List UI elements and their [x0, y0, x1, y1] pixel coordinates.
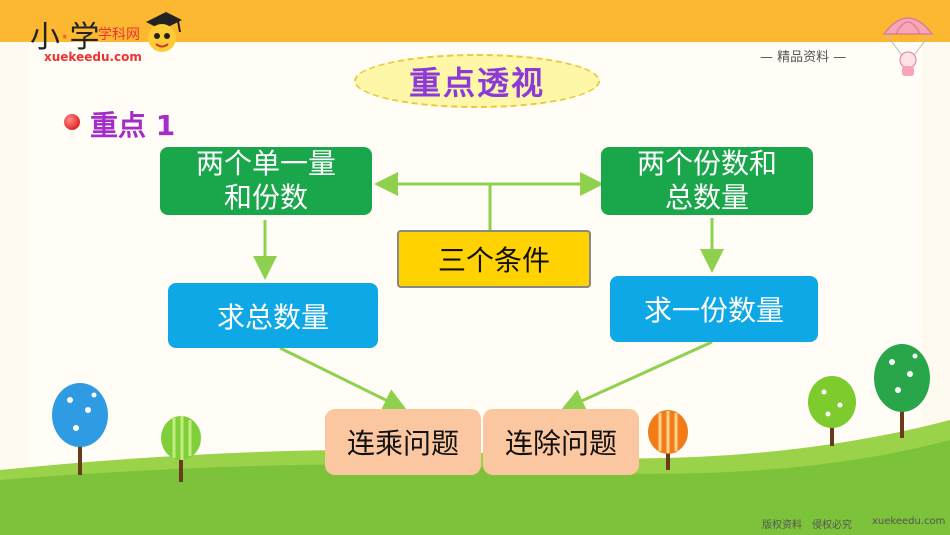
bullet-icon	[64, 114, 80, 130]
node-continuous-division: 连除问题	[483, 409, 639, 475]
node-continuous-multiplication: 连乘问题	[325, 409, 481, 475]
mascot-icon	[146, 12, 182, 52]
parachute-icon	[882, 17, 934, 76]
node-find-one-part: 求一份数量	[610, 276, 818, 342]
copyright-notice: 版权资料 侵权必究	[762, 520, 852, 531]
logo-subtitle: 学科网	[98, 27, 140, 43]
node-three-conditions: 三个条件	[397, 230, 591, 288]
connector-to-bottom-right	[560, 340, 713, 412]
logo-text: 小·学	[30, 20, 100, 55]
node-find-total: 求总数量	[168, 283, 378, 348]
footer-url: xuekeedu.com	[872, 516, 946, 527]
logo-url: xuekeedu.com	[44, 50, 142, 64]
section-label: 重点 1	[90, 109, 176, 142]
node-single-quantity-and-parts: 两个单一量和份数	[160, 147, 372, 215]
header-tag: — 精品资料 —	[760, 50, 847, 65]
page-title-text: 重点透视	[408, 64, 545, 102]
connector-to-bottom-left	[279, 346, 408, 411]
node-parts-and-total: 两个份数和总数量	[601, 147, 813, 215]
page-title: 重点透视	[354, 54, 600, 108]
